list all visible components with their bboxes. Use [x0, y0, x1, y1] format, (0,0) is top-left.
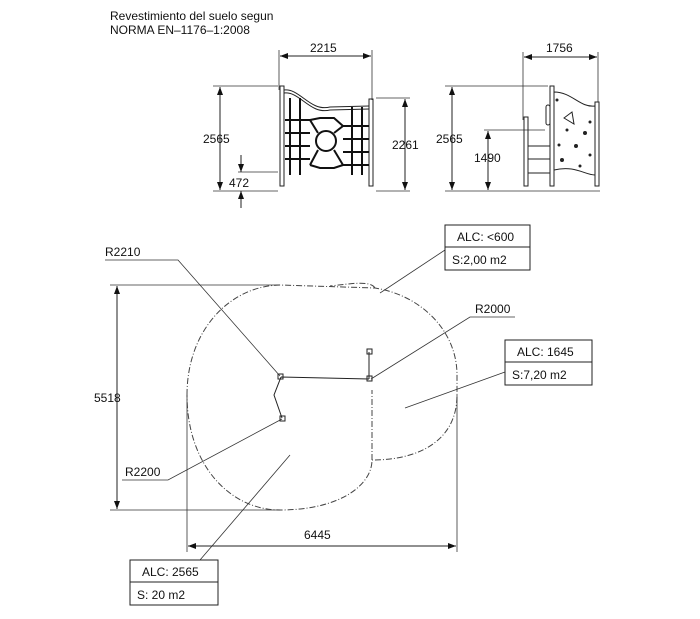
dim-platform-height: 472 [229, 176, 249, 190]
plan-view: 5518 6445 R2210 R2000 R2200 ALC: <600 S:… [94, 224, 593, 606]
zone-3-alc: ALC: 2565 [142, 565, 199, 579]
dim-step-height: 1490 [474, 151, 501, 165]
dim-side-height: 2565 [436, 132, 463, 146]
side-view: 1756 2565 1490 [436, 41, 600, 192]
zone-1-surface: S:2,00 m2 [452, 253, 507, 267]
radius-label-r2210: R2210 [105, 245, 141, 259]
dim-plan-depth: 5518 [94, 391, 121, 405]
dim-side-width: 1756 [546, 41, 573, 55]
zone-2-alc: ALC: 1645 [517, 345, 574, 359]
title-line-2: NORMA EN–1176–1:2008 [110, 23, 250, 37]
dim-plan-length: 6445 [304, 528, 331, 542]
dim-right-height: 2261 [392, 138, 419, 152]
safety-zone-outline [186, 284, 458, 511]
zone-3-surface: S: 20 m2 [137, 588, 185, 602]
zone-1-alc: ALC: <600 [457, 230, 514, 244]
zone-2-surface: S:7,20 m2 [512, 368, 567, 382]
dim-front-height: 2565 [203, 132, 230, 146]
radius-label-r2000: R2000 [475, 302, 511, 316]
front-view: 2215 2565 472 2261 [203, 41, 419, 208]
title-line-1: Revestimiento del suelo segun [110, 9, 273, 23]
dim-front-width: 2215 [310, 41, 337, 55]
radius-label-r2200: R2200 [125, 465, 161, 479]
